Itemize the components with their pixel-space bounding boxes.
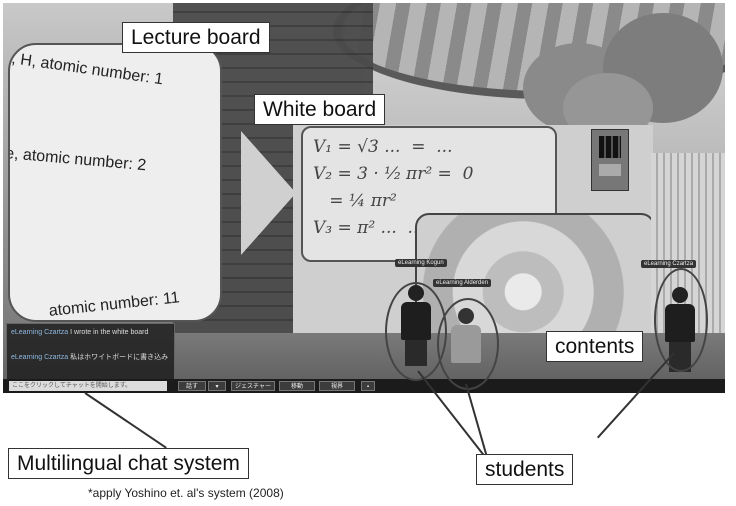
students-label: students	[476, 454, 574, 485]
say-button[interactable]: 話す	[178, 381, 206, 391]
white-board-label: White board	[254, 94, 386, 125]
annotation-line	[84, 392, 167, 449]
footnote: *apply Yoshino et. al's system (2008)	[88, 486, 284, 500]
lecture-board-screen: n, H, atomic number: 1 e, atomic number:…	[8, 43, 222, 322]
chat-input[interactable]: ここをクリックしてチャットを開始します。	[9, 381, 167, 391]
chat-message-text: 私はホワイトボードに書き込み	[70, 354, 169, 361]
view-button[interactable]: 視界	[319, 381, 355, 391]
chat-message: eLearning Czartza 私はホワイトボードに書き込み	[11, 354, 168, 362]
contents-label: contents	[546, 331, 644, 362]
chat-message: eLearning Czartza I wrote in the white b…	[11, 329, 148, 337]
snapshot-icon[interactable]: ▪	[361, 381, 375, 391]
lecture-line: e, atomic number: 2	[8, 145, 147, 175]
arrow-right-icon	[241, 131, 296, 255]
avatar-name-tag: eLearning Czartza	[641, 260, 697, 268]
avatar-name-tag: eLearning Alderden	[433, 279, 492, 287]
viewer-toolbar: ここをクリックしてチャットを開始します。 話す ▾ ジェスチャー 移動 視界 ▪	[3, 379, 725, 393]
chat-sender-name: eLearning Czartza	[11, 354, 69, 361]
student-highlight-ring	[437, 298, 499, 390]
avatar-name-tag: eLearning Kogun	[395, 259, 447, 267]
lecture-line: atomic number: 11	[48, 289, 181, 320]
lecture-board-label: Lecture board	[122, 22, 270, 53]
channel-dropdown-button[interactable]: ▾	[208, 381, 226, 391]
chat-system-label: Multilingual chat system	[8, 448, 249, 479]
student-highlight-ring	[654, 268, 708, 372]
white-board-writing: V₁ = √3 ... = ... V₂ = 3 · ¹⁄₂ πr² = 0 =…	[313, 137, 474, 238]
virtual-world-scene: n, H, atomic number: 1 e, atomic number:…	[3, 3, 725, 393]
color-palette-icon[interactable]	[591, 129, 629, 191]
chat-history-panel: eLearning Czartza I wrote in the white b…	[6, 323, 175, 380]
chat-message-text: I wrote in the white board	[70, 329, 149, 336]
move-button[interactable]: 移動	[279, 381, 315, 391]
lecture-line: n, H, atomic number: 1	[8, 49, 165, 89]
gesture-button[interactable]: ジェスチャー	[231, 381, 275, 391]
chat-sender-name: eLearning Czartza	[11, 329, 69, 336]
